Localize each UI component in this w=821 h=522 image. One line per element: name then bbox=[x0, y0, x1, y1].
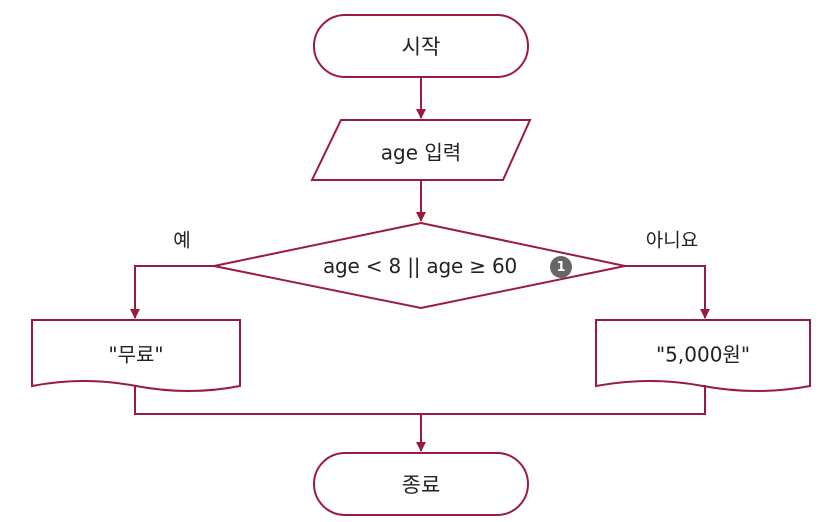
input-label: age 입력 bbox=[380, 140, 462, 165]
output-document-fee bbox=[595, 319, 811, 392]
end-terminal bbox=[313, 452, 529, 516]
input-parallelogram bbox=[310, 119, 532, 181]
condition-label: age < 8 || age ≥ 60 bbox=[322, 254, 518, 278]
end-label: 종료 bbox=[401, 473, 441, 497]
output-document-free bbox=[31, 319, 241, 392]
no-branch-label: 아니요 bbox=[645, 229, 699, 252]
no-branch-line bbox=[625, 265, 710, 319]
start-label: 시작 bbox=[401, 35, 441, 59]
output-free-label: "무료" bbox=[108, 342, 164, 367]
yes-branch-label: 예 bbox=[173, 229, 191, 252]
step-marker-badge: 1 bbox=[550, 256, 572, 278]
yes-branch-line bbox=[130, 265, 214, 319]
output-fee-label: "5,000원" bbox=[655, 342, 751, 367]
decision-diamond bbox=[213, 221, 626, 310]
